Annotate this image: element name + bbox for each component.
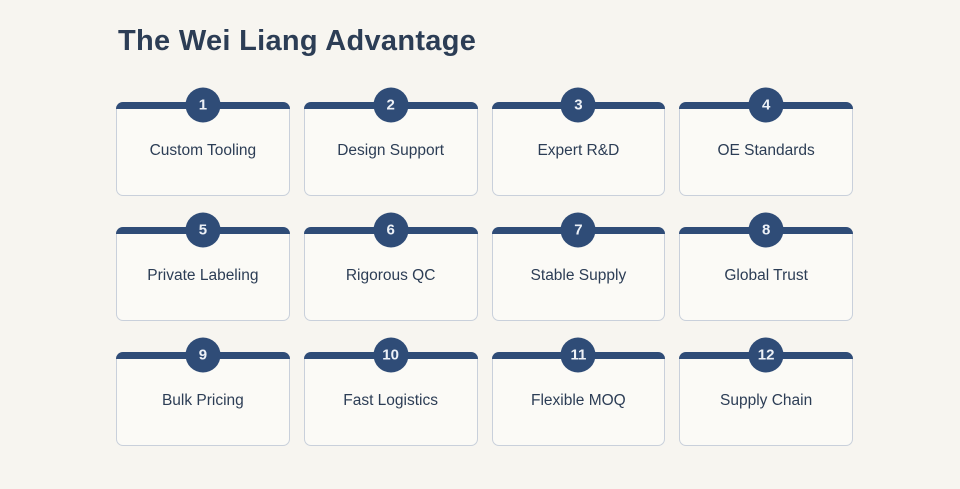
card-number-badge: 6 bbox=[373, 212, 409, 248]
advantage-card: 5 Private Labeling bbox=[116, 212, 290, 321]
advantage-card: 6 Rigorous QC bbox=[303, 212, 478, 321]
card-number: 12 bbox=[757, 346, 775, 364]
card-label: Rigorous QC bbox=[345, 267, 436, 284]
card-label: Global Trust bbox=[724, 267, 808, 284]
card-label: Supply Chain bbox=[720, 392, 813, 409]
advantage-card: 4 OE Standards bbox=[679, 87, 853, 196]
card-number: 7 bbox=[574, 221, 583, 239]
card-number-badge: 12 bbox=[748, 337, 784, 373]
card-label: Fast Logistics bbox=[343, 392, 438, 409]
card-number: 5 bbox=[198, 221, 208, 239]
card-number-badge: 4 bbox=[748, 87, 784, 123]
card-number-badge: 8 bbox=[748, 212, 784, 248]
advantage-card: 3 Expert R&D bbox=[491, 87, 666, 196]
advantage-card: 10 Fast Logistics bbox=[303, 337, 478, 446]
card-number: 9 bbox=[198, 346, 208, 364]
advantage-section: The Wei Liang Advantage 1 Custom Tooling… bbox=[116, 25, 853, 446]
card-number: 10 bbox=[382, 346, 399, 364]
advantage-card: 11 Flexible MOQ bbox=[491, 337, 666, 446]
card-label: OE Standards bbox=[717, 142, 815, 159]
card-label: Design Support bbox=[337, 142, 445, 159]
card-label: Flexible MOQ bbox=[531, 392, 626, 409]
advantage-card: 8 Global Trust bbox=[679, 212, 853, 321]
advantage-card: 9 Bulk Pricing bbox=[116, 337, 290, 446]
card-number: 4 bbox=[761, 96, 771, 114]
card-number-badge: 5 bbox=[185, 212, 221, 248]
card-number: 3 bbox=[574, 96, 583, 114]
card-number: 6 bbox=[386, 221, 395, 239]
card-number-badge: 11 bbox=[560, 337, 596, 373]
card-number-badge: 3 bbox=[560, 87, 596, 123]
advantage-card: 1 Custom Tooling bbox=[116, 87, 290, 196]
advantage-card: 2 Design Support bbox=[303, 87, 478, 196]
card-number-badge: 2 bbox=[373, 87, 409, 123]
card-label: Stable Supply bbox=[530, 267, 627, 284]
page-title: The Wei Liang Advantage bbox=[118, 25, 477, 57]
card-label: Bulk Pricing bbox=[161, 392, 244, 409]
advantage-grid: 1 Custom Tooling 2 Design Support 3 Expe… bbox=[116, 87, 853, 446]
card-number: 2 bbox=[386, 96, 395, 114]
card-number: 11 bbox=[570, 346, 587, 364]
card-label: Private Labeling bbox=[147, 267, 259, 284]
card-number-badge: 9 bbox=[185, 337, 221, 373]
card-number: 1 bbox=[198, 96, 208, 114]
card-label: Custom Tooling bbox=[149, 142, 257, 159]
card-label: Expert R&D bbox=[537, 142, 620, 159]
card-number-badge: 7 bbox=[560, 212, 596, 248]
card-number: 8 bbox=[761, 221, 771, 239]
card-number-badge: 1 bbox=[185, 87, 221, 123]
advantage-card: 12 Supply Chain bbox=[679, 337, 853, 446]
card-number-badge: 10 bbox=[373, 337, 409, 373]
advantage-card: 7 Stable Supply bbox=[491, 212, 666, 321]
